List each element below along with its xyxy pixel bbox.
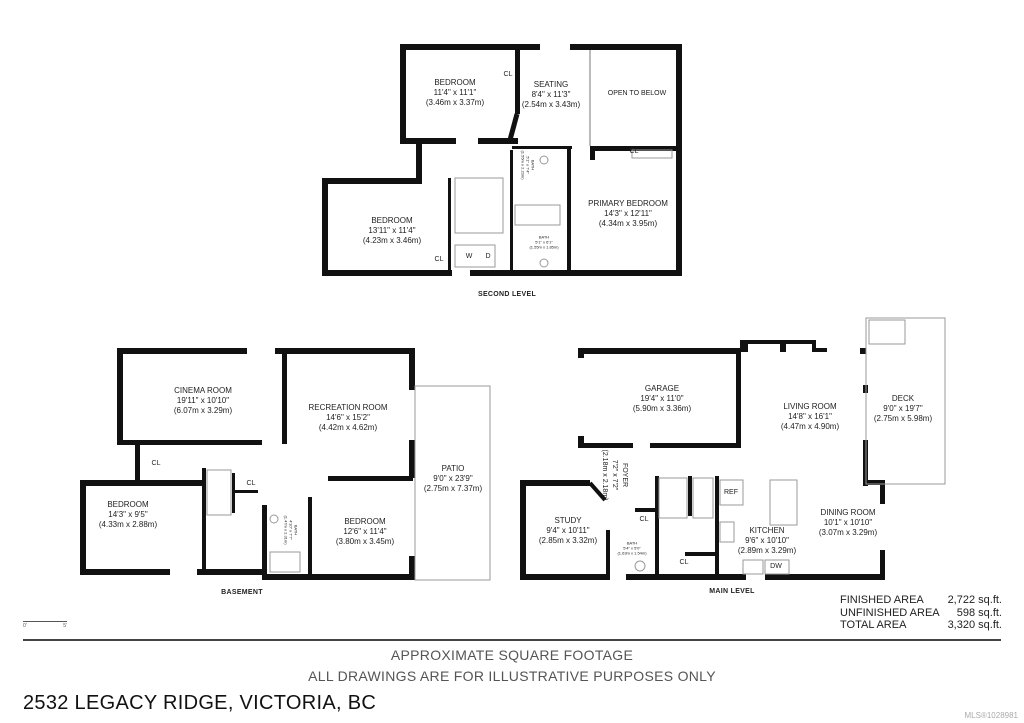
level-title-main: MAIN LEVEL [709,588,755,595]
closet-label: CL [639,516,649,523]
second-level-fixtures [454,149,673,268]
room-label-open-to-below: OPEN TO BELOW [607,90,667,97]
property-address: 2532 LEGACY RIDGE, VICTORIA, BC [23,692,377,714]
closet-label: CL [679,559,689,566]
closet-label: CL [629,148,639,155]
closet-label: CL [434,256,444,263]
note-approximate: APPROXIMATE SQUARE FOOTAGE [390,647,634,663]
main-level-walls [520,340,885,580]
scale-bar: 0'5' [23,621,67,629]
footer-divider [23,639,1001,641]
mls-number: MLS®1028981 [964,711,1019,720]
dishwasher-label: DW [770,563,782,570]
level-title-second: SECOND LEVEL [477,291,537,298]
basement-walls [80,348,415,580]
closet-label: CL [503,71,513,78]
washer-label: W [465,253,473,260]
basement-fixtures [206,385,491,581]
note-illustrative: ALL DRAWINGS ARE FOR ILLUSTRATIVE PURPOS… [308,668,716,684]
closet-label: CL [246,480,256,487]
closet-label: CL [151,460,161,467]
second-level-walls [322,44,682,276]
main-level-fixtures [634,317,946,575]
dryer-label: D [485,253,491,260]
refrigerator-label: REF [724,489,738,496]
level-title-basement: BASEMENT [221,589,263,596]
